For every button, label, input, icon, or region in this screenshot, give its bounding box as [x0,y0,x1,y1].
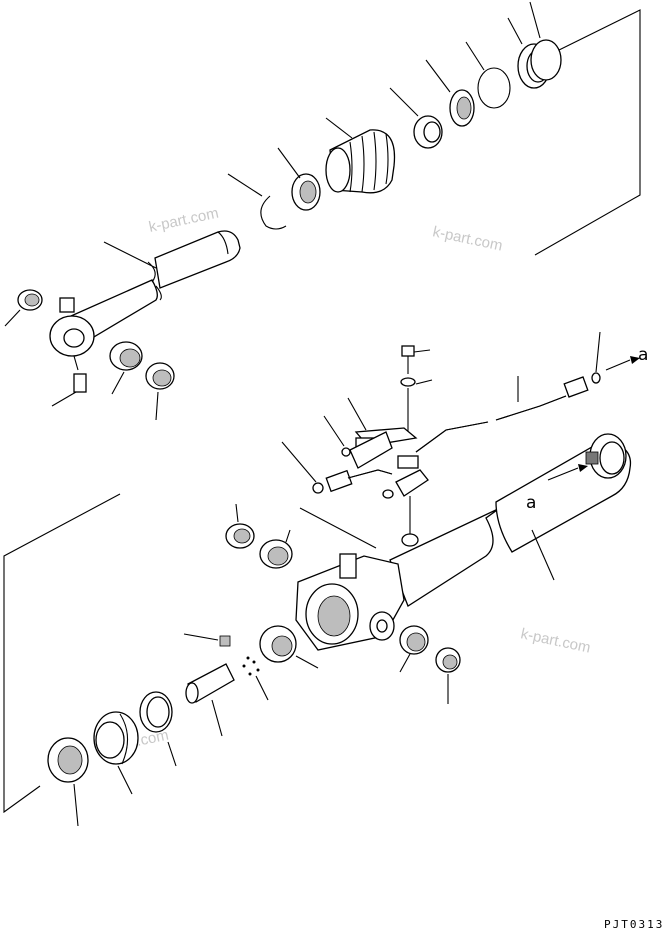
watermark: k-part.com [431,223,504,254]
o-ring-upper [465,41,511,109]
hose-lower [299,469,393,549]
lower-frame-bracket [3,493,121,814]
watermark: k-part.com [147,205,220,236]
connector-fitting [281,441,353,494]
pipe-clamp-lower [382,455,429,547]
piston-pin [185,663,235,737]
grease-fitting [51,373,87,407]
arrow-to-a: a [605,345,648,371]
elbow-fitting [323,415,393,469]
piston-seal-ring [47,737,89,827]
hose-end-fitting [563,331,601,398]
upper-frame-bracket [534,9,641,256]
bushing-pair [109,341,175,421]
snap-ring [227,173,287,230]
backup-ring-upper [507,1,562,89]
cylinder-barrel: a [389,433,632,607]
drawing-code: PJT0313 [604,918,664,931]
callout-a-barrel: a [526,493,536,513]
bushing-pair-right [399,625,461,704]
callout-a-right: a [638,345,648,365]
rod-leader [103,241,157,269]
bushing-pair-mid [225,503,293,569]
rod-eye [49,297,95,371]
cylinder-head [325,117,396,194]
set-screw [183,633,231,647]
piston-nut [259,625,319,669]
steel-balls [242,656,269,701]
bushing-upper [277,147,321,211]
wear-ring [389,87,443,149]
piston-backup-ring [139,691,177,767]
bushing-left [4,289,43,327]
watermark: k-part.com [519,625,592,656]
bolt [401,345,431,374]
cylinder-bottom-block [295,553,405,651]
piston [93,711,139,795]
rod-seal [425,59,475,127]
hose-upper [415,376,567,453]
